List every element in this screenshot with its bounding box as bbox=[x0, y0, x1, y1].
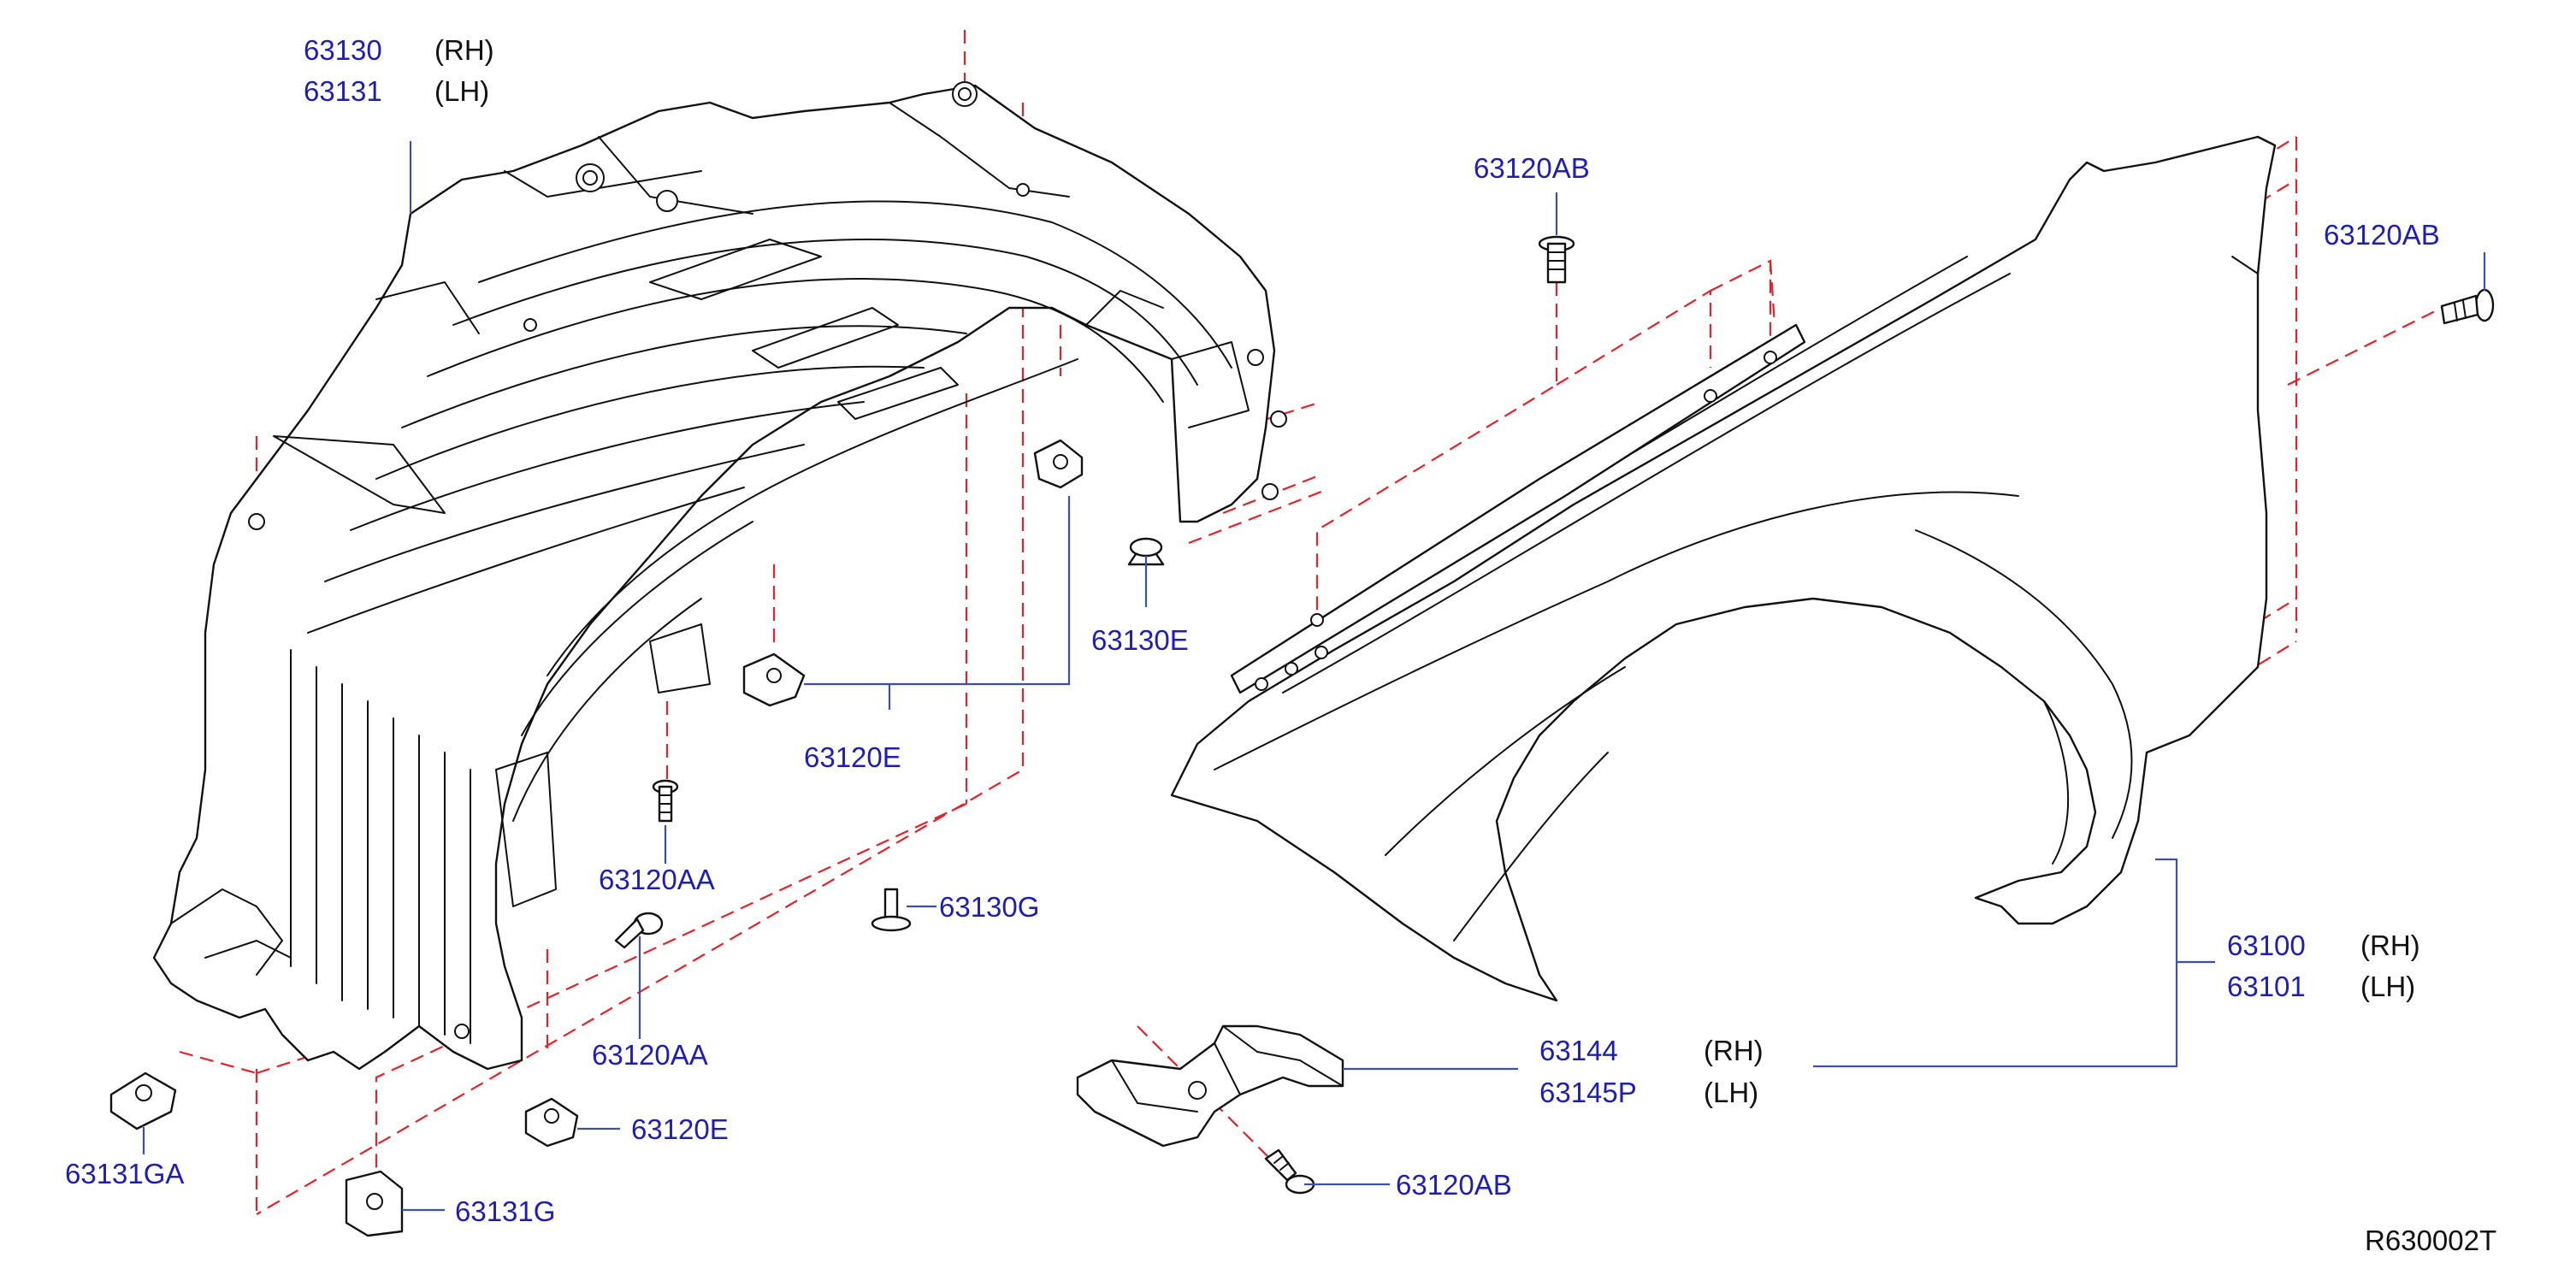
label-bolt-bottom: 63120AB bbox=[1396, 1169, 1512, 1201]
screw-63120aa-lower bbox=[614, 912, 664, 949]
label-fender-rh-number: 63100 bbox=[2227, 930, 2306, 961]
wheel-house-liner bbox=[152, 81, 1287, 1071]
label-clip-e-lower: 63120E bbox=[631, 1113, 729, 1145]
label-screw-aa-upper: 63120AA bbox=[599, 864, 715, 895]
label-bracket-lh-number: 63145P bbox=[1539, 1077, 1637, 1108]
clip-63120e-upper-right bbox=[1033, 439, 1084, 489]
screw-63120aa-upper bbox=[652, 779, 679, 823]
label-liner-lh-side: (LH) bbox=[434, 75, 489, 107]
bolt-63120ab-top bbox=[1538, 235, 1575, 284]
rivet-63130g bbox=[871, 888, 912, 932]
part-labels: 63130 (RH) 63131 (LH) 63120AB 63120AB 63… bbox=[65, 34, 2496, 1256]
clip-63131ga bbox=[109, 1071, 177, 1130]
label-bolt-right: 63120AB bbox=[2324, 219, 2440, 251]
fender-bracket bbox=[1076, 1024, 1344, 1148]
label-clip-e-upper: 63120E bbox=[804, 741, 901, 773]
bolt-63120ab-bottom bbox=[1264, 1148, 1315, 1195]
label-fender-rh-side: (RH) bbox=[2360, 930, 2420, 961]
clip-63120e-lower bbox=[524, 1097, 579, 1148]
label-bracket-lh-side: (LH) bbox=[1704, 1077, 1758, 1108]
label-bolt-top: 63120AB bbox=[1474, 152, 1590, 184]
label-clip-131g: 63131G bbox=[455, 1195, 555, 1227]
clip-63120e-upper-left bbox=[742, 652, 806, 707]
bolt-63120ab-right bbox=[2440, 288, 2495, 325]
label-clip-131ga: 63131GA bbox=[65, 1158, 184, 1189]
label-liner-lh-number: 63131 bbox=[304, 75, 382, 107]
label-screw-aa-lower: 63120AA bbox=[592, 1039, 708, 1071]
label-rivet-130g: 63130G bbox=[939, 891, 1039, 923]
clip-63131g bbox=[345, 1170, 404, 1237]
label-fender-lh-side: (LH) bbox=[2360, 971, 2415, 1002]
diagram-id: R630002T bbox=[2365, 1225, 2496, 1256]
label-liner-rh-side: (RH) bbox=[434, 34, 494, 66]
leader-lines bbox=[142, 141, 2486, 1212]
label-liner-rh-number: 63130 bbox=[304, 34, 382, 66]
front-fender bbox=[1170, 135, 2277, 1002]
fasteners bbox=[109, 235, 2495, 1237]
label-bracket-rh-side: (RH) bbox=[1704, 1035, 1764, 1066]
label-bracket-rh-number: 63144 bbox=[1539, 1035, 1618, 1066]
label-clip-130e: 63130E bbox=[1091, 624, 1189, 656]
label-fender-lh-number: 63101 bbox=[2227, 971, 2306, 1002]
